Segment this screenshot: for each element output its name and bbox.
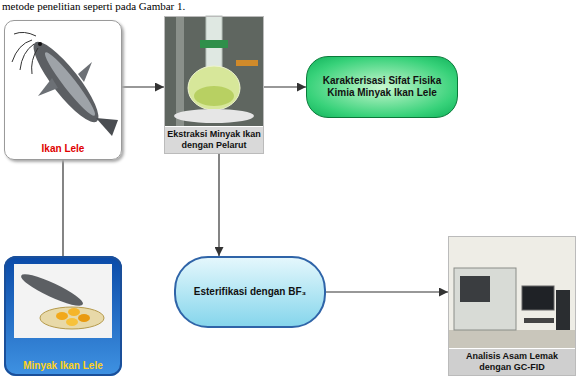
- keyboard: [524, 318, 554, 323]
- capsule: [68, 308, 80, 316]
- flow-arrow: [326, 291, 448, 292]
- flow-arrow: [122, 86, 164, 87]
- node-label: Karakterisasi Sifat Fisika Kimia Minyak …: [315, 75, 449, 99]
- capsule: [56, 312, 68, 320]
- gc-fid-photo: [448, 236, 576, 348]
- fish-oil-picture: [4, 256, 122, 376]
- image-card: Minyak Ikan Lele: [4, 256, 122, 376]
- process-box: Karakterisasi Sifat Fisika Kimia Minyak …: [306, 56, 458, 118]
- hose: [236, 60, 258, 66]
- node-label: Esterifikasi dengan BF₃: [194, 286, 306, 298]
- capsule: [78, 314, 90, 322]
- fish-eye: [38, 42, 42, 46]
- node-label: Analisis Asam Lemak dengan GC-FID: [449, 349, 575, 375]
- image-card: Ikan Lele: [4, 20, 122, 160]
- fish-fin: [38, 78, 58, 96]
- clamp: [200, 40, 228, 48]
- process-ellipse: Esterifikasi dengan BF₃: [174, 256, 326, 328]
- node-label: Ikan Lele: [5, 141, 121, 157]
- computer-tower: [556, 290, 570, 330]
- capsule: [66, 318, 78, 326]
- stand-rod: [176, 16, 184, 126]
- photo-card: Ekstraksi Minyak Ikan dengan Pelarut: [164, 16, 264, 154]
- flow-arrow: [218, 154, 219, 256]
- fish-fin: [78, 62, 92, 82]
- box-fill: [4, 256, 122, 376]
- flow-arrow: [264, 86, 306, 87]
- photo-card: Analisis Asam Lemak dengan GC-FID: [448, 236, 576, 376]
- fish-whiskers: [12, 32, 38, 74]
- caption-line: metode penelitian seperti pada Gambar 1.: [2, 0, 185, 12]
- photo-ground: [448, 236, 576, 348]
- photo-ground: [164, 16, 264, 126]
- monitor: [522, 286, 554, 310]
- gc-instrument: [454, 268, 516, 330]
- plate: [40, 307, 104, 329]
- extraction-photo: [164, 16, 264, 126]
- oven-door: [460, 276, 490, 302]
- bench: [448, 330, 576, 348]
- node-label: Ekstraksi Minyak Ikan dengan Pelarut: [165, 127, 263, 153]
- flask: [188, 66, 240, 110]
- connector-line: [62, 160, 63, 256]
- catfish-picture: [12, 32, 118, 136]
- hot-plate: [174, 109, 254, 123]
- node-label: Minyak Ikan Lele: [6, 358, 120, 374]
- fish-body: [18, 269, 86, 310]
- oil-liquid: [194, 86, 234, 106]
- picture-ground: [14, 264, 112, 338]
- fish-tail: [96, 118, 118, 136]
